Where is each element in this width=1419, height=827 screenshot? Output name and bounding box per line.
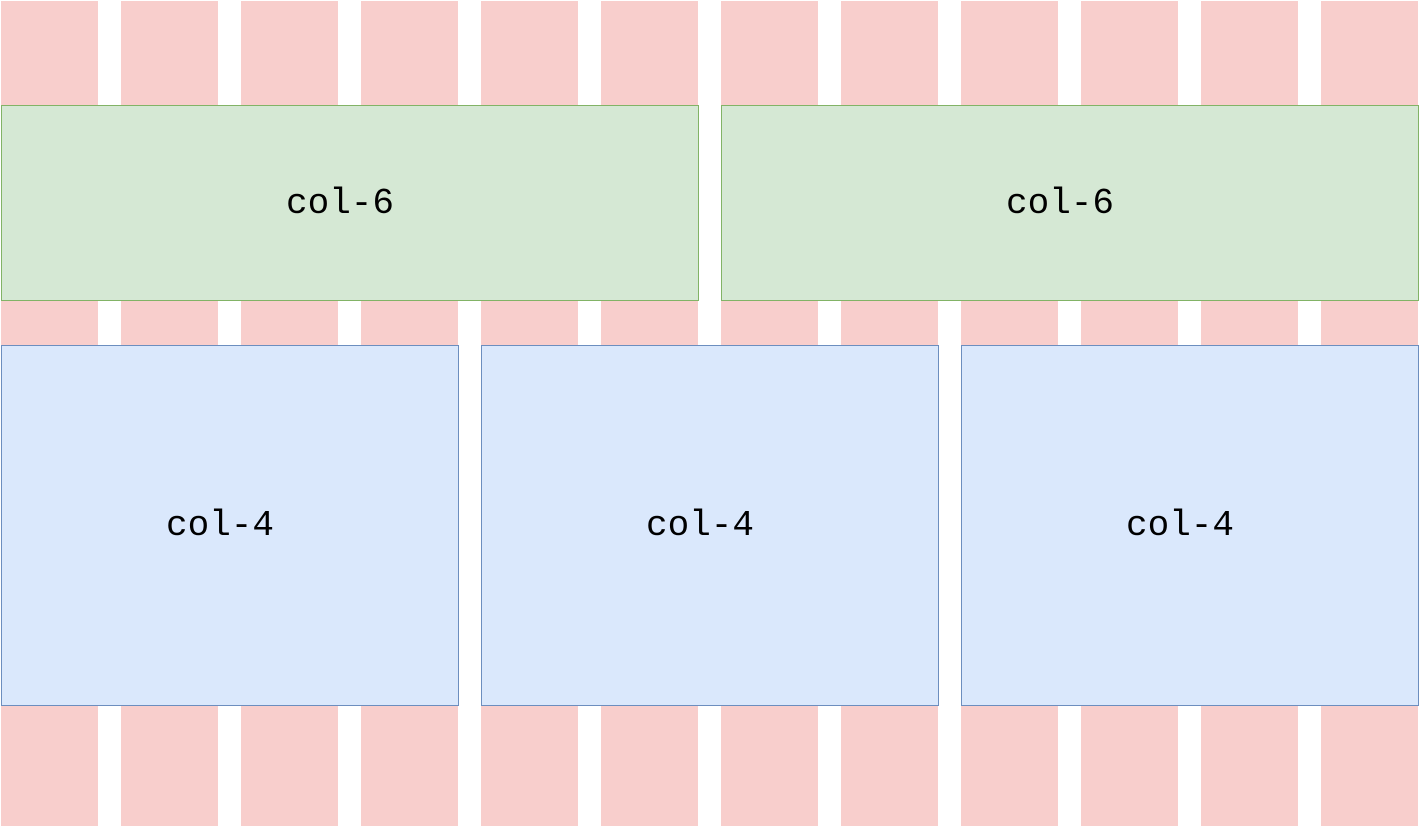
col-6-block: col-6 [1,105,699,301]
block-label: col-4 [645,505,755,546]
block-label: col-4 [165,505,275,546]
block-label: col-6 [1005,182,1115,224]
col-4-block: col-4 [961,345,1419,706]
block-label: col-4 [1125,505,1235,546]
col-4-block: col-4 [481,345,939,706]
col-6-block: col-6 [721,105,1419,301]
col-4-block: col-4 [1,345,459,706]
block-label: col-6 [285,182,395,224]
